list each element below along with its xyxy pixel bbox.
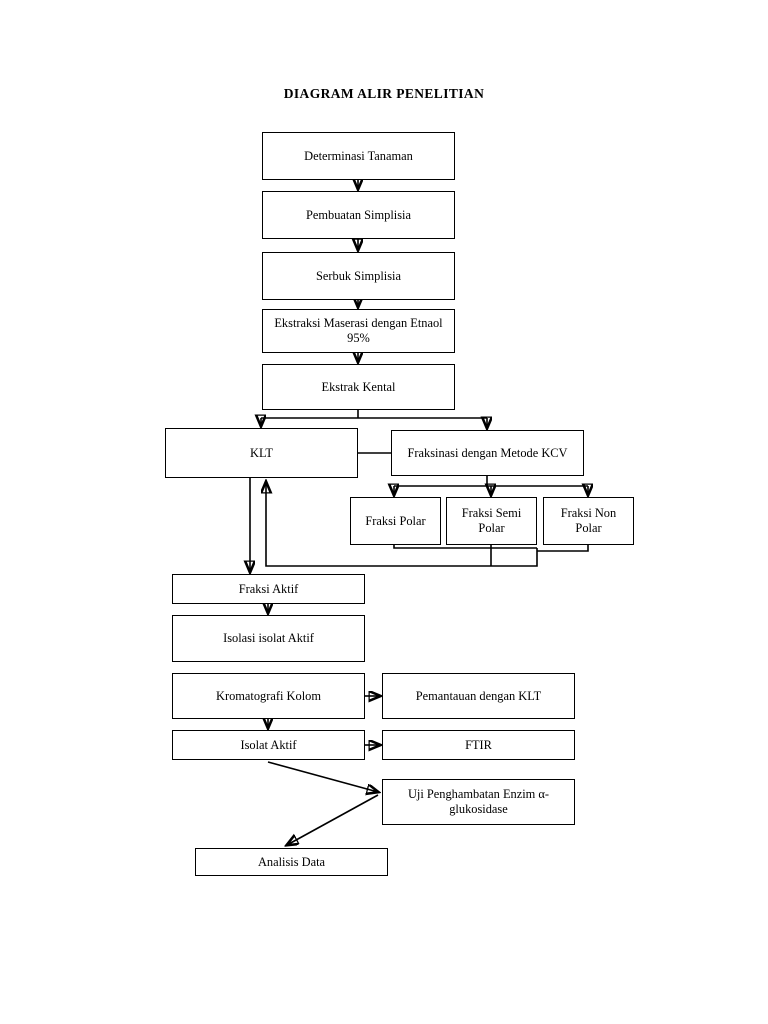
- edge-polar-merge: [393, 545, 537, 549]
- edge-non-merge: [537, 545, 589, 552]
- node-ekstraksi-maserasi[interactable]: Ekstraksi Maserasi dengan Etnaol 95%: [262, 309, 455, 353]
- node-label: Fraksi Non Polar: [560, 506, 617, 535]
- node-label: Isolat Aktif: [240, 737, 297, 752]
- node-label: Kromatografi Kolom: [216, 688, 321, 703]
- node-label: Ekstrak Kental: [321, 379, 396, 394]
- node-pembuatan-simplisia[interactable]: Pembuatan Simplisia: [262, 191, 455, 239]
- edge-isolat-uji: [267, 761, 378, 792]
- node-label: Uji Penghambatan Enzim α-glukosidase: [407, 787, 550, 816]
- node-analisis-data[interactable]: Analisis Data: [195, 848, 388, 876]
- node-label: KLT: [250, 445, 273, 460]
- edge-uji-analisis: [287, 794, 379, 845]
- node-label: Fraksinasi dengan Metode KCV: [407, 445, 568, 460]
- node-kromatografi-kolom[interactable]: Kromatografi Kolom: [172, 673, 365, 719]
- node-fraksi-non-polar[interactable]: Fraksi Non Polar: [543, 497, 634, 545]
- node-label: Ekstraksi Maserasi dengan Etnaol 95%: [274, 316, 443, 345]
- node-label: Fraksi Semi Polar: [461, 506, 522, 535]
- page-title: DIAGRAM ALIR PENELITIAN: [283, 86, 485, 101]
- node-klt[interactable]: KLT: [165, 428, 358, 478]
- node-uji-penghambatan-enzim[interactable]: Uji Penghambatan Enzim α-glukosidase: [382, 779, 575, 825]
- node-fraksi-aktif[interactable]: Fraksi Aktif: [172, 574, 365, 604]
- node-label: Analisis Data: [257, 854, 326, 869]
- node-label: Fraksi Aktif: [238, 581, 299, 596]
- node-label: Pembuatan Simplisia: [306, 207, 411, 222]
- node-serbuk-simplisia[interactable]: Serbuk Simplisia: [262, 252, 455, 300]
- node-label: Isolasi isolat Aktif: [223, 631, 314, 646]
- node-fraksi-semi-polar[interactable]: Fraksi Semi Polar: [446, 497, 537, 545]
- node-pemantauan-klt[interactable]: Pemantauan dengan KLT: [382, 673, 575, 719]
- node-label: Pemantauan dengan KLT: [415, 688, 542, 703]
- node-fraksinasi-kcv[interactable]: Fraksinasi dengan Metode KCV: [391, 430, 584, 476]
- node-label: Serbuk Simplisia: [315, 268, 402, 283]
- node-ekstrak-kental[interactable]: Ekstrak Kental: [262, 364, 455, 410]
- node-label: Determinasi Tanaman: [304, 148, 413, 163]
- node-ftir[interactable]: FTIR: [382, 730, 575, 760]
- node-label: Fraksi Polar: [365, 513, 426, 528]
- node-label: FTIR: [465, 737, 492, 752]
- edge-merge-bus: [491, 548, 538, 567]
- node-isolat-aktif[interactable]: Isolat Aktif: [172, 730, 365, 760]
- node-isolasi-isolat-aktif[interactable]: Isolasi isolat Aktif: [172, 615, 365, 662]
- node-determinasi-tanaman[interactable]: Determinasi Tanaman: [262, 132, 455, 180]
- node-fraksi-polar[interactable]: Fraksi Polar: [350, 497, 441, 545]
